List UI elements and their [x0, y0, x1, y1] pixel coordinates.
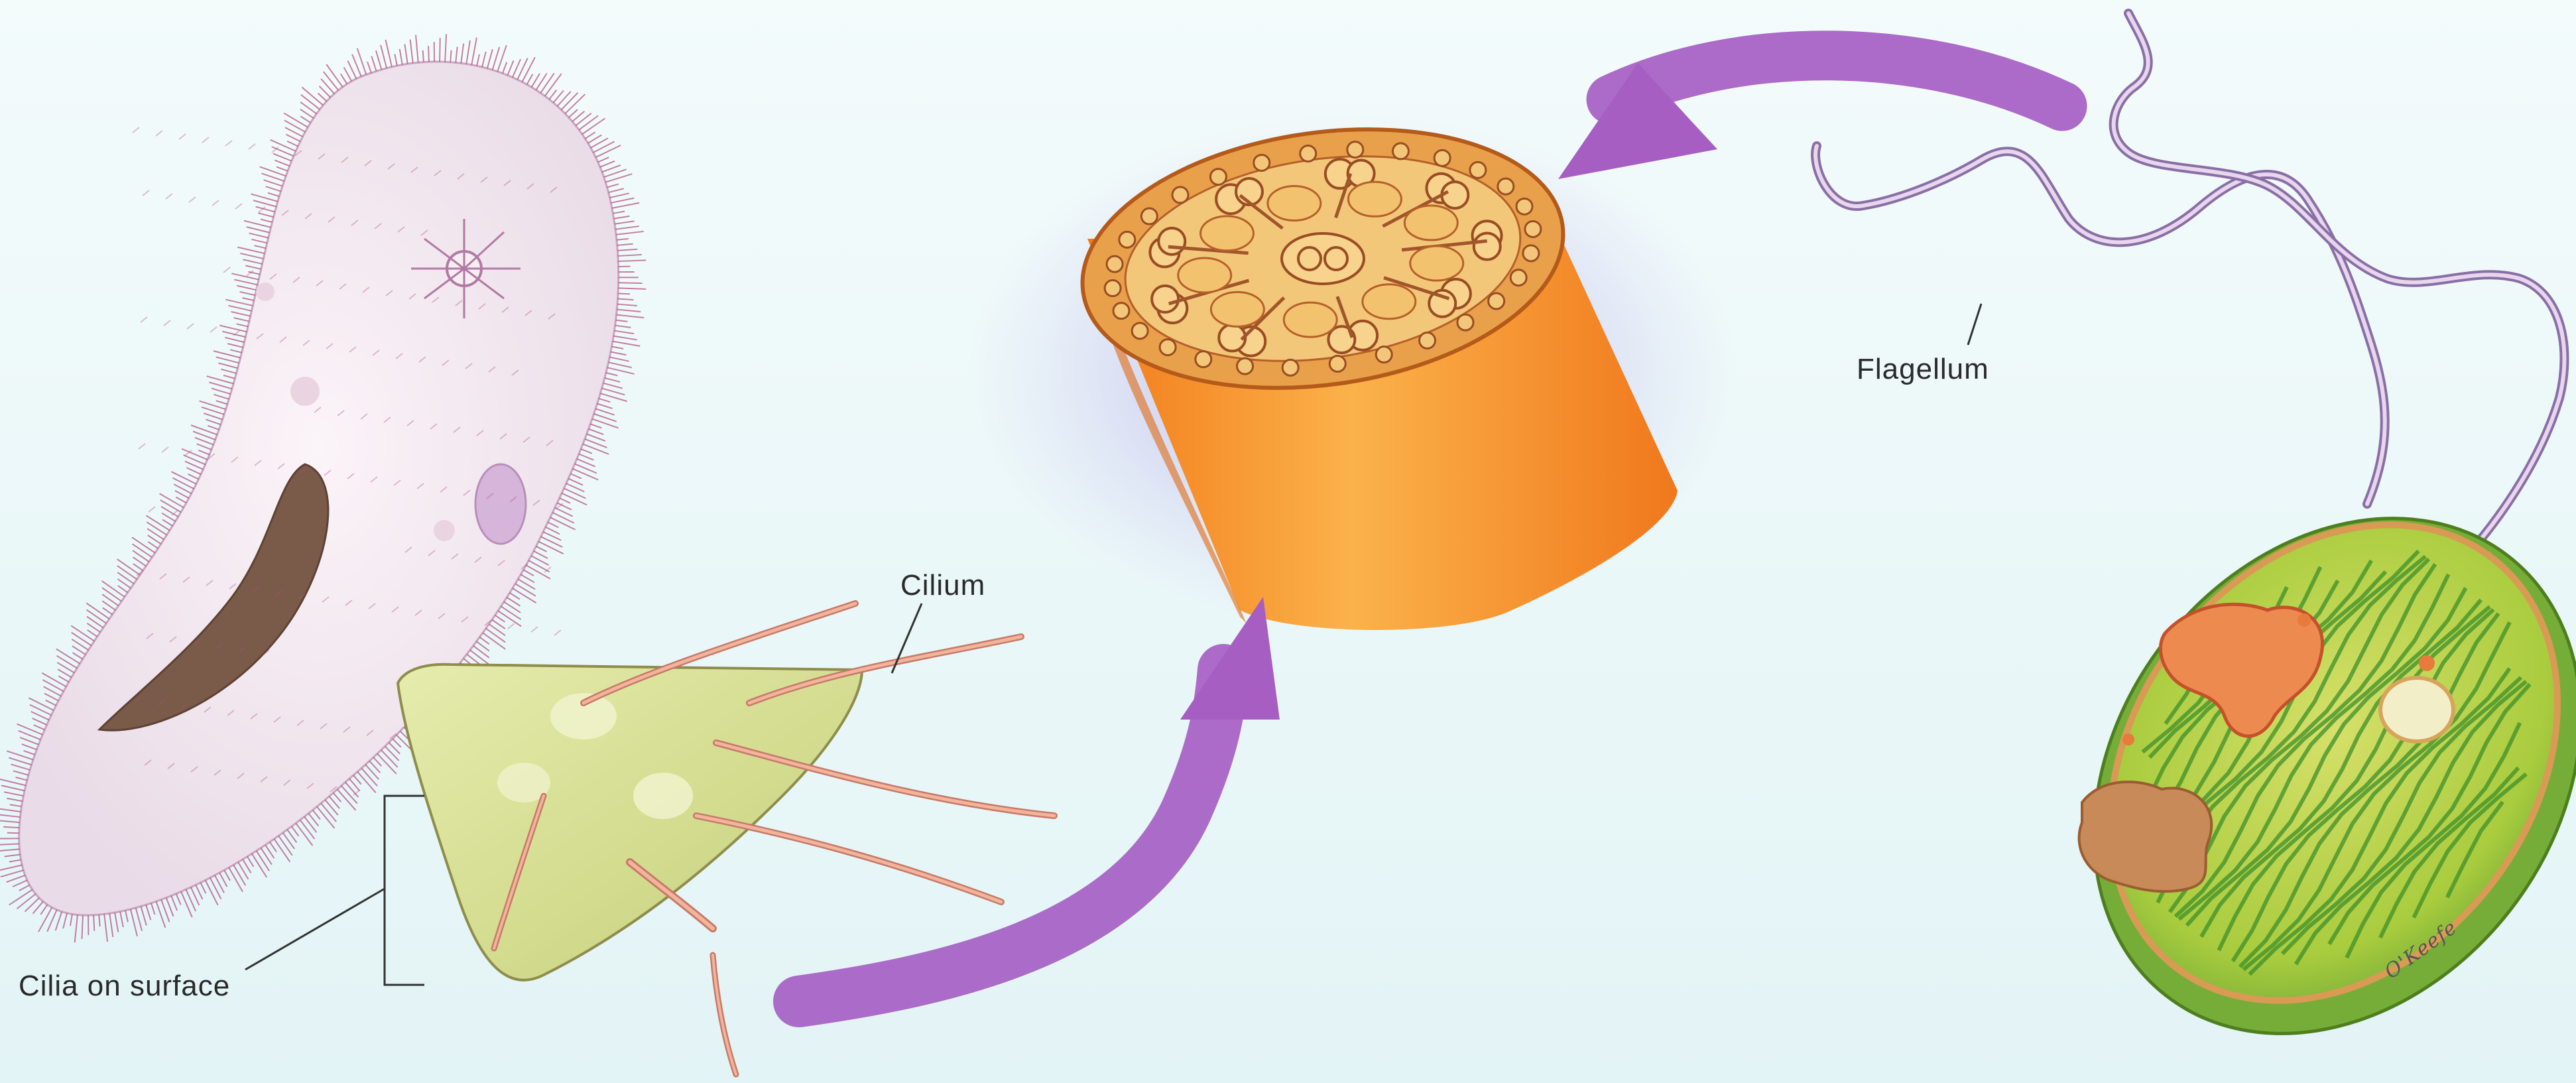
membrane-granule	[1210, 169, 1226, 185]
membrane-granule	[1132, 323, 1148, 339]
central-microtubule	[1325, 247, 1347, 270]
membrane-granule	[1470, 162, 1486, 178]
food-vacuole	[290, 377, 320, 406]
membrane-granule	[1105, 281, 1121, 296]
stigma	[2419, 655, 2435, 671]
membrane-granule	[1347, 142, 1363, 158]
food-vacuole	[434, 520, 455, 541]
membrane-granule	[1434, 150, 1450, 166]
membrane-granule	[1141, 208, 1157, 224]
axoneme-segment	[1363, 285, 1416, 319]
membrane-granule	[1113, 303, 1129, 319]
flagellum-label: Flagellum	[1857, 353, 1989, 386]
microtubule	[1158, 228, 1185, 255]
membrane-granule	[1420, 332, 1436, 348]
axoneme-segment	[1268, 186, 1321, 221]
cilium-hair	[618, 293, 630, 294]
membrane-granule	[1516, 198, 1532, 214]
membrane-granule	[1119, 231, 1135, 247]
membrane-granule	[1392, 143, 1408, 159]
axoneme-segment	[1178, 258, 1231, 292]
membrane-granule	[1457, 314, 1473, 330]
cilium-hair	[450, 50, 451, 62]
membrane-granule	[1329, 355, 1345, 371]
central-microtubule	[1298, 247, 1321, 270]
membrane-granule	[1160, 340, 1176, 355]
axoneme-segment	[1211, 292, 1264, 326]
cilium-hair	[428, 46, 429, 62]
cilium-hair	[93, 915, 94, 931]
cilium-label: Cilium	[900, 569, 985, 602]
microtubule	[1474, 233, 1501, 260]
wedge-bubble	[633, 773, 693, 819]
membrane-granule	[1237, 358, 1253, 374]
membrane-granule	[1376, 347, 1392, 363]
membrane-granule	[1196, 351, 1211, 367]
axoneme-segment	[1348, 182, 1401, 216]
membrane-granule	[1172, 187, 1188, 203]
cilium-hair	[3, 827, 19, 828]
membrane-granule	[1107, 256, 1123, 272]
cilium-hair	[423, 50, 424, 62]
microtubule	[1152, 286, 1178, 312]
axoneme-segment	[1410, 246, 1463, 281]
membrane-granule	[1510, 270, 1526, 286]
granule	[2298, 613, 2311, 627]
axoneme-segment	[1201, 216, 1254, 251]
microtubule	[1441, 182, 1468, 208]
membrane-granule	[1300, 146, 1316, 162]
contractile-vacuole-cell	[2380, 678, 2453, 741]
macronucleus	[475, 464, 526, 544]
axoneme-segment	[1284, 302, 1337, 337]
membrane-granule	[1282, 359, 1298, 375]
membrane-granule	[1523, 245, 1539, 261]
central-sheath	[1282, 233, 1364, 284]
membrane-granule	[1489, 293, 1504, 309]
granule	[2122, 733, 2134, 745]
pyrenoid	[2079, 782, 2212, 891]
membrane-granule	[1254, 155, 1270, 170]
axoneme-segment	[1404, 206, 1457, 240]
food-vacuole	[256, 283, 275, 301]
cilia-on-surface-label: Cilia on surface	[19, 970, 230, 1003]
membrane-granule	[1498, 178, 1514, 194]
membrane-granule	[1525, 221, 1541, 237]
